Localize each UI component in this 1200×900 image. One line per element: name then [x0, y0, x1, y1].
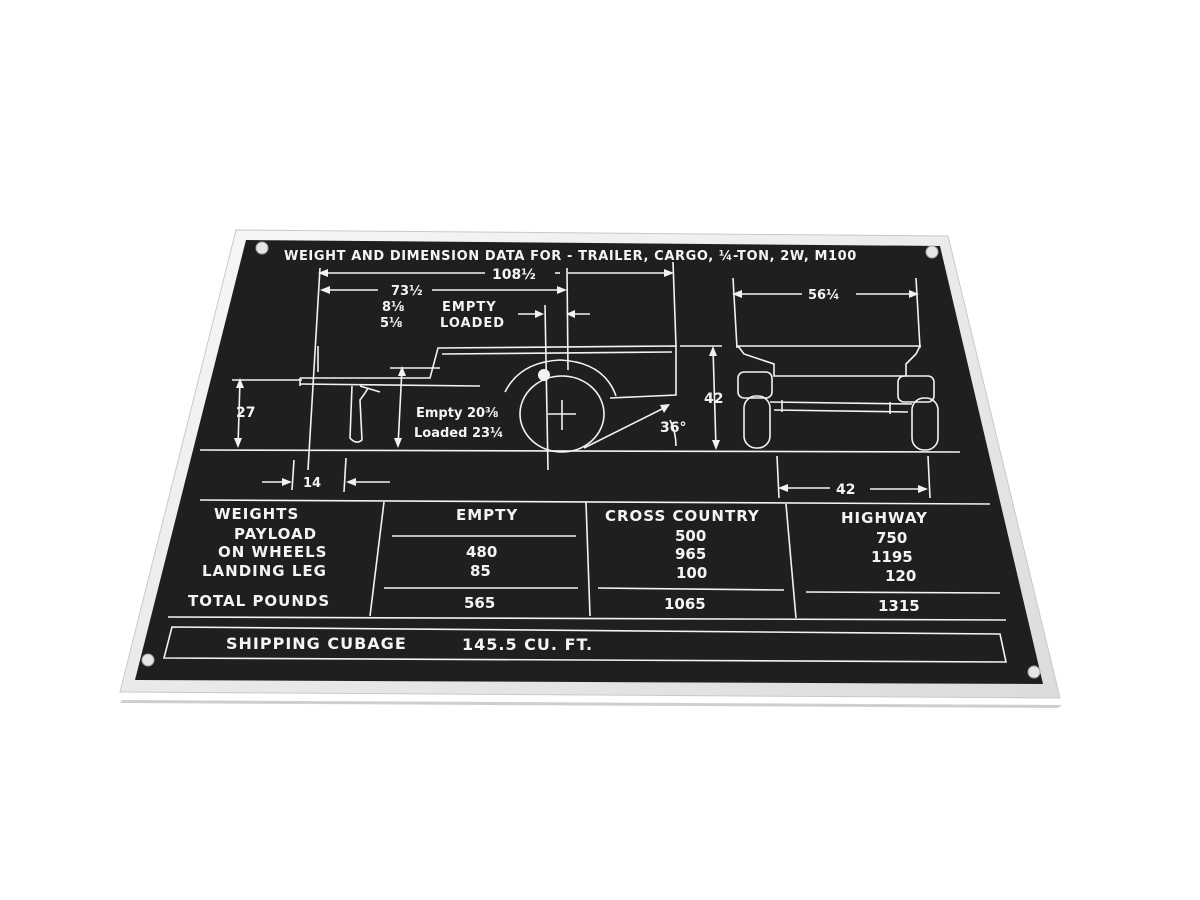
plate-shadow	[120, 700, 1062, 708]
label-empty-state: EMPTY	[442, 300, 497, 315]
row-label-payload: PAYLOAD	[234, 525, 317, 543]
plate-title: WEIGHT AND DIMENSION DATA FOR - TRAILER,…	[284, 249, 857, 264]
dim-leg-offset: 14	[303, 476, 321, 491]
mounting-hole-top-right	[925, 245, 939, 259]
shipping-cubage-box: SHIPPING CUBAGE 145.5 CU. FT.	[162, 626, 1007, 663]
cell-on-wheels-empty: 480	[466, 543, 497, 561]
cell-landing-leg-empty: 85	[470, 562, 491, 580]
row-label-total: TOTAL POUNDS	[188, 592, 330, 610]
cell-on-wheels-cross-country: 965	[675, 545, 706, 563]
dim-overall-width: 56¼	[808, 288, 840, 303]
row-label-landing-leg: LANDING LEG	[202, 562, 327, 580]
cell-payload-cross-country: 500	[675, 527, 706, 545]
dim-body-length: 73½	[391, 284, 423, 299]
hub-marker	[538, 369, 550, 381]
dim-departure-angle: 36°	[660, 420, 686, 436]
header-cross-country: CROSS COUNTRY	[605, 507, 760, 525]
mounting-hole-bottom-left	[141, 653, 155, 667]
label-loaded-state: LOADED	[440, 316, 505, 331]
cell-landing-leg-highway: 120	[885, 567, 916, 585]
header-weights: WEIGHTS	[214, 505, 299, 523]
dim-clearance-empty: Empty 20⅜	[416, 406, 499, 421]
dim-tongue-bottom: 5⅛	[380, 316, 403, 331]
shipping-cubage-label: SHIPPING CUBAGE	[226, 634, 407, 653]
cell-landing-leg-cross-country: 100	[676, 564, 707, 582]
mounting-hole-top-left	[255, 241, 269, 255]
header-empty: EMPTY	[456, 506, 518, 524]
side-view-diagram: 108½ 73½ 8⅛ 5⅛ EMPTY LOADED	[199, 261, 961, 493]
dim-clearance-loaded: Loaded 23¼	[414, 426, 504, 441]
rear-view-diagram: 56¼ 42	[732, 277, 939, 499]
dim-overall-length: 108½	[492, 267, 536, 283]
row-label-on-wheels: ON WHEELS	[218, 543, 327, 561]
shipping-cubage-value: 145.5 CU. FT.	[462, 635, 593, 654]
cell-total-highway: 1315	[878, 597, 920, 615]
dim-hitch-height: 27	[236, 405, 255, 421]
dim-body-height: 42	[704, 391, 723, 407]
cell-total-empty: 565	[464, 594, 495, 612]
mounting-hole-bottom-right	[1027, 665, 1041, 679]
header-highway: HIGHWAY	[841, 509, 928, 527]
dim-track-width: 42	[836, 482, 855, 498]
cell-payload-highway: 750	[876, 529, 907, 547]
dim-tongue-top: 8⅛	[382, 300, 405, 315]
plate-face	[135, 240, 1043, 684]
cell-total-cross-country: 1065	[664, 595, 706, 613]
cell-on-wheels-highway: 1195	[871, 548, 913, 566]
weight-table: WEIGHTS EMPTY CROSS COUNTRY HIGHWAY PAYL…	[167, 499, 1007, 621]
